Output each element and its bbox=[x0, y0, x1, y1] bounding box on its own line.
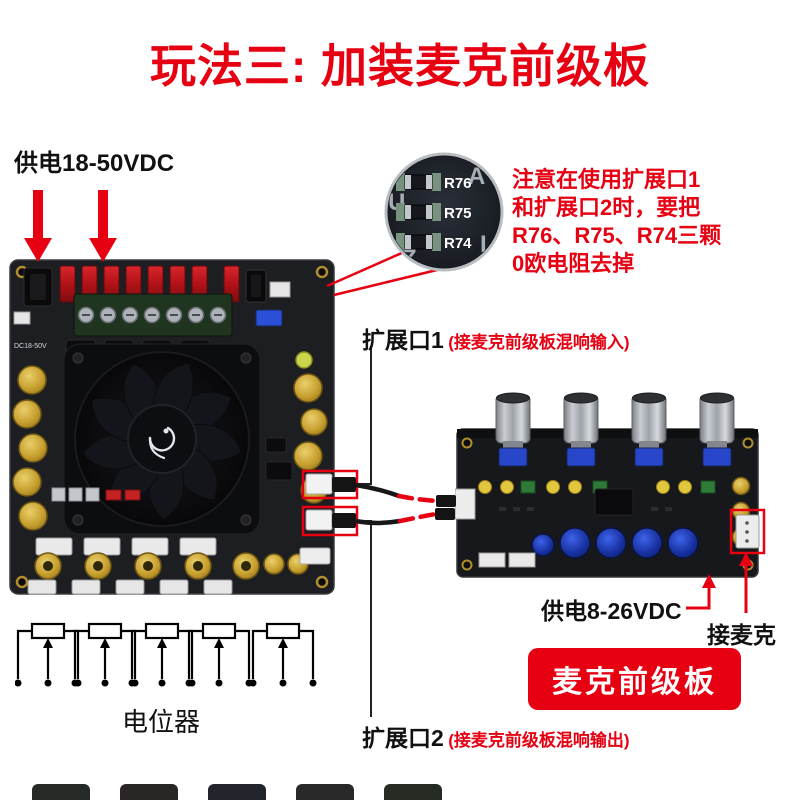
mic-label: 接麦克 bbox=[707, 622, 776, 648]
port1-desc: (接麦克前级板混响输入) bbox=[448, 333, 630, 352]
cable-port2 bbox=[332, 508, 455, 528]
potentiometer-symbol bbox=[248, 622, 318, 688]
resistor-r74: R74 bbox=[396, 233, 472, 252]
resistor-label: R75 bbox=[444, 205, 472, 222]
dc-power-jack bbox=[23, 267, 53, 307]
port2-name: 扩展口2 bbox=[362, 725, 444, 751]
potentiometer-symbol bbox=[15, 622, 83, 688]
speaker-terminal-block bbox=[73, 293, 233, 337]
bluetooth-module bbox=[255, 309, 283, 327]
potentiometer-symbol bbox=[184, 622, 254, 688]
board-silkscreen: DC18-50V bbox=[14, 343, 47, 350]
thumbnail bbox=[296, 784, 354, 800]
thumbnail bbox=[120, 784, 178, 800]
aux-connector bbox=[269, 281, 291, 298]
small-components bbox=[51, 437, 293, 502]
potentiometer-symbols bbox=[15, 622, 318, 688]
power-main-label: 供电18-50VDC bbox=[14, 150, 175, 177]
note-line: 注意在使用扩展口1 bbox=[512, 167, 701, 192]
note-line: 和扩展口2时，要把 bbox=[512, 195, 701, 220]
bottom-connectors bbox=[35, 537, 217, 556]
page-title: 玩法三: 加装麦克前级板 bbox=[149, 40, 651, 92]
thumbnail bbox=[208, 784, 266, 800]
preamp-badge: 麦克前级板 bbox=[528, 648, 741, 710]
volume-knob bbox=[563, 392, 599, 467]
mic-preamp-board bbox=[455, 392, 760, 578]
main-amplifier-board: DC18-50V bbox=[9, 259, 335, 595]
potentiometer-symbol bbox=[127, 622, 197, 688]
port2-label: 扩展口2 (接麦克前级板混响输出) bbox=[362, 719, 630, 753]
volume-knob bbox=[631, 392, 667, 467]
aux-bottom-connector bbox=[299, 547, 331, 565]
bottom-left-connectors bbox=[478, 552, 536, 568]
volume-knob bbox=[495, 392, 531, 467]
signal-input-connector bbox=[455, 488, 476, 520]
power-preamp-label: 供电8-26VDC bbox=[541, 598, 682, 624]
port2-desc: (接麦克前级板混响输出) bbox=[448, 731, 630, 750]
volume-knob bbox=[699, 392, 735, 467]
fan-hub bbox=[127, 404, 197, 474]
power-switch bbox=[245, 269, 267, 303]
port1-callout-line bbox=[358, 346, 372, 485]
resistor-r76: R76 bbox=[396, 173, 472, 192]
preamp-ic bbox=[594, 488, 634, 516]
small-connector bbox=[13, 311, 31, 325]
port2-callout-line bbox=[358, 520, 372, 717]
magnifier-detail: A U Z L R76 R75 R74 bbox=[384, 152, 504, 272]
thumbnail bbox=[384, 784, 442, 800]
expansion-port-2-connector bbox=[305, 509, 333, 531]
film-capacitors bbox=[478, 480, 716, 494]
filter-capacitors-left bbox=[12, 365, 48, 531]
pot-connectors bbox=[27, 579, 233, 595]
note-text: 注意在使用扩展口1 和扩展口2时，要把 R76、R75、R74三颗 0欧电阻去掉 bbox=[512, 166, 721, 278]
fan-logo-icon bbox=[148, 426, 176, 460]
resistor-label: R76 bbox=[444, 175, 472, 192]
cooling-fan bbox=[63, 343, 261, 535]
note-line: 0欧电阻去掉 bbox=[512, 251, 635, 276]
thumbnail bbox=[32, 784, 90, 800]
expansion-port-1-connector bbox=[305, 473, 333, 495]
port1-name: 扩展口1 bbox=[362, 327, 444, 353]
port1-label: 扩展口1 (接麦克前级板混响输入) bbox=[362, 321, 630, 355]
cable-port1 bbox=[332, 477, 456, 507]
note-line: R76、R75、R74三颗 bbox=[512, 223, 722, 248]
potentiometer-symbol bbox=[70, 622, 140, 688]
resistor-r75: R75 bbox=[396, 203, 472, 222]
smd-resistors bbox=[499, 507, 672, 511]
blue-capacitors bbox=[531, 527, 699, 559]
potentiometer-label: 电位器 bbox=[121, 707, 200, 737]
bottom-capacitors bbox=[34, 552, 309, 580]
resistor-label: R74 bbox=[444, 235, 472, 252]
red-capacitors bbox=[59, 265, 240, 303]
